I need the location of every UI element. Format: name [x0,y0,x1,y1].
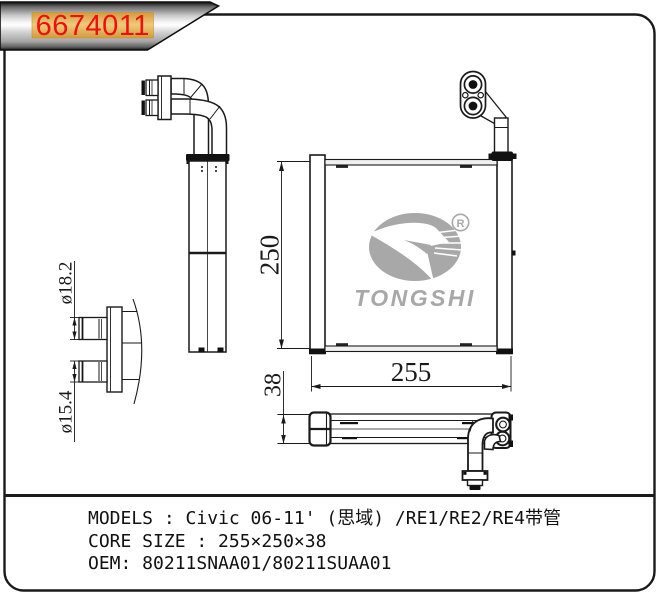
watermark-brand-text: TONGSHI [354,285,476,311]
registered-mark-icon [451,213,470,232]
side-view [141,75,230,353]
dimensions: 250 255 38 ø18.2 [56,161,512,444]
bottom-view [308,411,513,490]
logo-swoosh-icon [369,222,449,282]
logo-speedlines-icon [433,229,465,257]
spec-panel: MODELS : Civic 06-11' (思域) /RE1/RE2/RE4带… [88,508,648,576]
registered-mark-letter: R [457,218,465,230]
dim-pipe-top: ø18.2 [56,261,80,340]
part-number-label-plate [31,12,154,39]
watermark-logo: R TONGSHI [354,213,476,311]
spec-core-size-line: CORE SIZE : 255×250×38 [88,530,327,552]
dim-depth-text: 38 [261,373,287,397]
dim-pipe-bottom: ø15.4 [56,360,80,442]
pipe-detail-view [78,298,143,405]
front-view [309,70,517,355]
part-number-banner: 6674011 [0,1,221,51]
dim-width: 255 [311,356,512,392]
dim-pipe-bottom-text: ø15.4 [56,390,77,433]
dim-depth: 38 [261,371,310,444]
page-frame [3,13,656,592]
dim-pipe-top-text: ø18.2 [56,262,77,305]
dim-height: 250 [255,161,310,349]
spec-oem-line: OEM: 80211SNAA01/80211SUAA01 [88,553,392,574]
part-number-text: 6674011 [36,10,150,42]
dim-width-text: 255 [391,357,432,387]
dim-height-text: 250 [255,235,285,276]
spec-models-line: MODELS : Civic 06-11' (思域) /RE1/RE2/RE4带… [88,508,561,529]
